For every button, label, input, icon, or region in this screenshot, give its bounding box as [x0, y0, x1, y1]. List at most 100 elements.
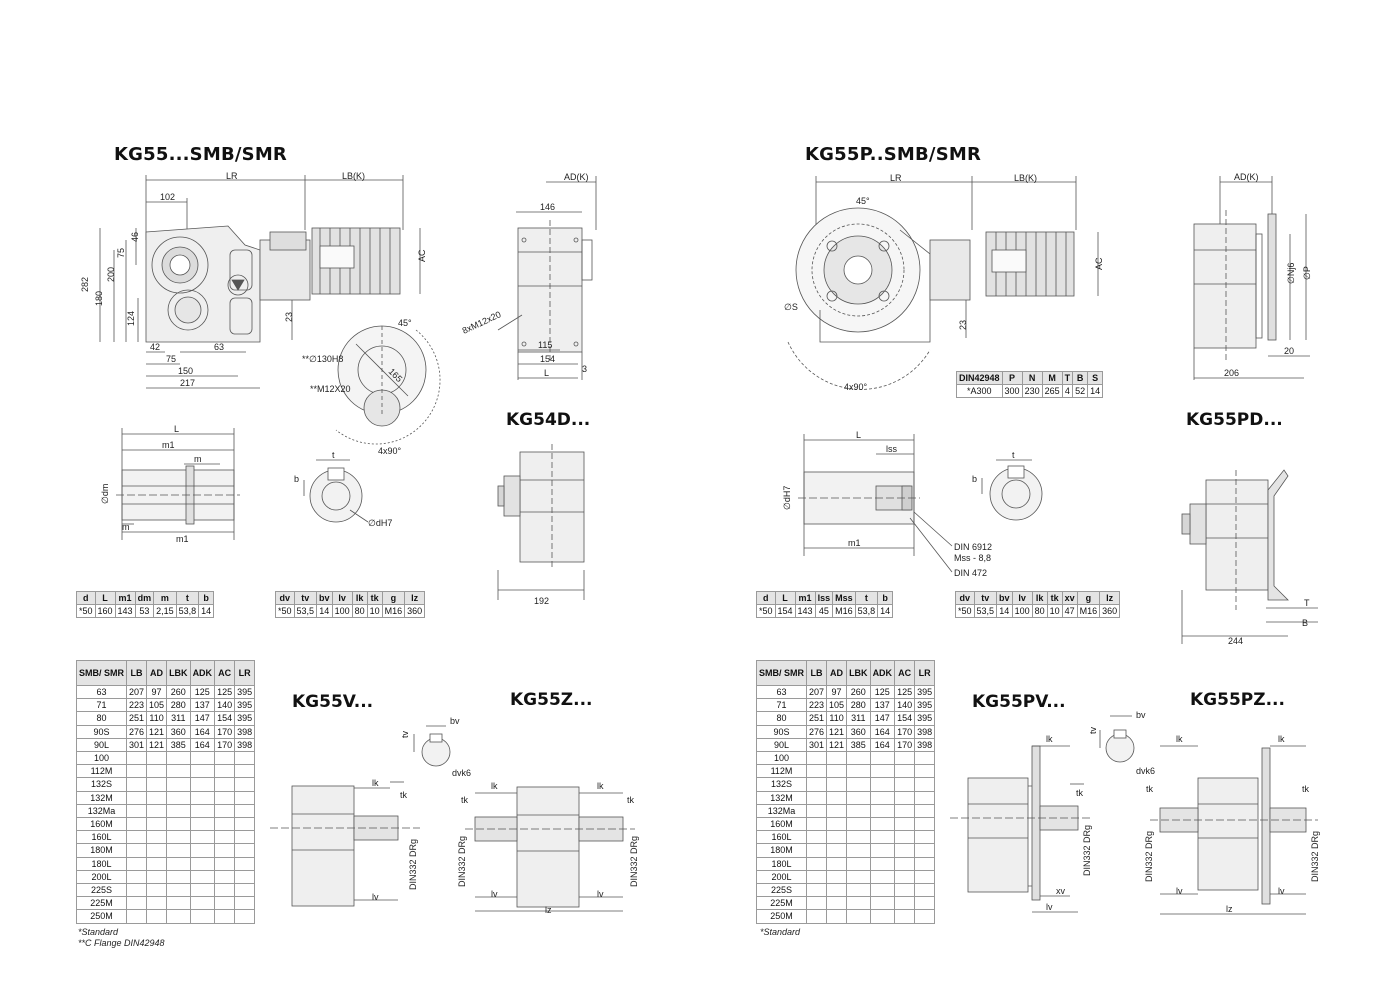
table-cell: 80	[756, 711, 807, 726]
table-cell	[869, 896, 896, 911]
table-cell	[146, 896, 168, 911]
dim-180: 180	[94, 291, 104, 306]
table-cell	[214, 830, 236, 845]
table-cell	[234, 909, 256, 924]
table-cell	[166, 764, 191, 779]
table-cell: 207	[125, 684, 148, 700]
table-cell	[125, 777, 148, 792]
table-row: 200L	[76, 869, 256, 885]
dim-200: 200	[106, 267, 116, 282]
table-cell	[189, 843, 216, 858]
table-cell	[125, 843, 148, 858]
table-cell: 112M	[76, 764, 127, 779]
title-kg55v: KG55V...	[292, 692, 374, 712]
table-cell	[234, 764, 256, 779]
table-cell: 137	[189, 698, 216, 713]
table-cell	[894, 764, 916, 779]
dim-s: ∅S	[784, 302, 798, 312]
table-row: 180M	[756, 843, 936, 858]
kg55pd-drawing: T B 244	[1181, 469, 1318, 646]
table-cell	[125, 909, 148, 924]
table-cell	[125, 764, 148, 779]
dim-115: 115	[538, 340, 552, 350]
table-cell: 125	[869, 684, 896, 700]
table-cell	[125, 790, 148, 805]
column-header: LBK	[846, 660, 871, 686]
title-kg55z: KG55Z...	[510, 690, 593, 710]
table-cell	[189, 896, 216, 911]
table-cell	[846, 856, 871, 871]
mss-label: Mss - 8,8	[954, 553, 991, 563]
table-cell: 160M	[756, 817, 807, 832]
table-cell	[166, 830, 191, 845]
table-cell	[189, 869, 216, 885]
table-cell: 97	[146, 684, 168, 700]
table-cell	[869, 856, 896, 871]
table-cell	[189, 790, 216, 805]
table-cell	[234, 883, 256, 898]
table-row: 250M	[76, 909, 256, 924]
dim-lk-pz-right: lk	[1278, 734, 1285, 744]
table-cell	[234, 777, 256, 792]
dim-lv-z-right: lv	[597, 889, 604, 899]
table-cell	[869, 790, 896, 805]
table-cell	[846, 777, 871, 792]
table-cell	[125, 817, 148, 832]
table-cell	[826, 817, 848, 832]
kg55pv-drawing: lk tk xv lv DIN332 DRg bv tv dvk6	[950, 710, 1155, 913]
table-cell: 180L	[756, 856, 807, 871]
table-cell	[214, 803, 236, 819]
table-cell: 90S	[756, 724, 807, 739]
dim-46: 46	[130, 232, 140, 242]
table-cell: 160L	[756, 830, 807, 845]
table-row: 132Ma	[76, 803, 256, 819]
table-cell: 121	[146, 724, 168, 739]
bolt-label: 8xM12x20	[461, 309, 503, 336]
din332-v: DIN332 DRg	[408, 839, 418, 890]
table-cell	[826, 909, 848, 924]
table-cell	[189, 909, 216, 924]
dim-bv-pv: bv	[1136, 710, 1146, 720]
table-cell	[805, 751, 828, 766]
dim-244: 244	[1228, 636, 1243, 646]
title-kg55p-smb-smr: KG55P..SMB/SMR	[805, 144, 982, 165]
table-cell	[166, 856, 191, 871]
table-cell: 160L	[76, 830, 127, 845]
table-row: 225S	[76, 883, 256, 898]
table-cell: 140	[214, 698, 236, 713]
table-cell	[846, 843, 871, 858]
table-cell: 164	[869, 724, 896, 739]
table-cell	[805, 909, 828, 924]
table-row: 132S	[756, 777, 936, 792]
table-row: 100	[756, 751, 936, 766]
table-cell	[914, 843, 936, 858]
table-cell	[826, 777, 848, 792]
table-cell: 121	[146, 737, 168, 753]
table-cell: 250M	[756, 909, 807, 924]
table-cell: 395	[234, 711, 256, 726]
table-cell: 160M	[76, 817, 127, 832]
table-row: 200L	[756, 869, 936, 885]
din332-pz-left: DIN332 DRg	[1144, 831, 1154, 882]
column-header: LR	[914, 660, 936, 686]
table-cell	[189, 883, 216, 898]
table-row: 160L	[756, 830, 936, 845]
din472-label: DIN 472	[954, 568, 987, 578]
table-cell	[914, 790, 936, 805]
table-cell: 71	[756, 698, 807, 713]
dim-206: 206	[1224, 368, 1239, 378]
column-header: SMB/ SMR	[76, 660, 127, 686]
table-cell	[914, 883, 936, 898]
table-cell	[846, 869, 871, 885]
table-cell	[914, 817, 936, 832]
table-cell	[146, 909, 168, 924]
table-cell	[894, 790, 916, 805]
table-cell	[914, 896, 936, 911]
